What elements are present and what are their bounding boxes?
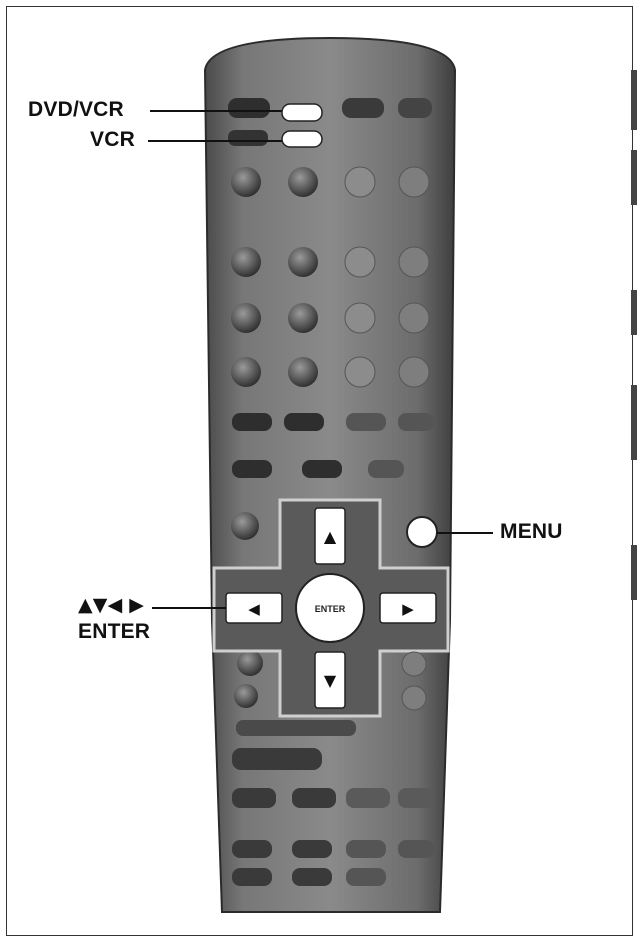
enter-callout: ENTER	[78, 620, 150, 644]
menu-leader-line	[437, 532, 493, 534]
arrow-right-glyph: ▶	[402, 600, 414, 618]
vcr-callout: VCR	[90, 128, 135, 152]
volume-rocker	[236, 720, 356, 736]
arrows-callout: ▲▼◀ ▶	[78, 594, 144, 616]
dvd-vcr-button	[282, 104, 322, 121]
menu-callout: MENU	[500, 520, 563, 544]
vcr-leader-line	[148, 140, 282, 142]
dvd-vcr-callout: DVD/VCR	[28, 98, 124, 122]
dvd-vcr-leader-line	[150, 110, 282, 112]
arrow-left-glyph: ◀	[248, 600, 260, 618]
tv-button	[228, 130, 268, 146]
return-button	[237, 650, 263, 676]
misc-button	[402, 652, 426, 676]
search-button-row	[232, 460, 404, 478]
vcr-button	[282, 131, 322, 147]
menu-button	[407, 517, 437, 547]
arrow-down-glyph: ▼	[324, 671, 337, 690]
display-button	[234, 684, 258, 708]
enter-button-label: ENTER	[315, 604, 346, 614]
arrow-up-glyph: ▲	[324, 527, 337, 546]
misc-button	[402, 686, 426, 710]
arrows-leader-line	[152, 607, 226, 609]
top-menu-button	[231, 512, 259, 540]
